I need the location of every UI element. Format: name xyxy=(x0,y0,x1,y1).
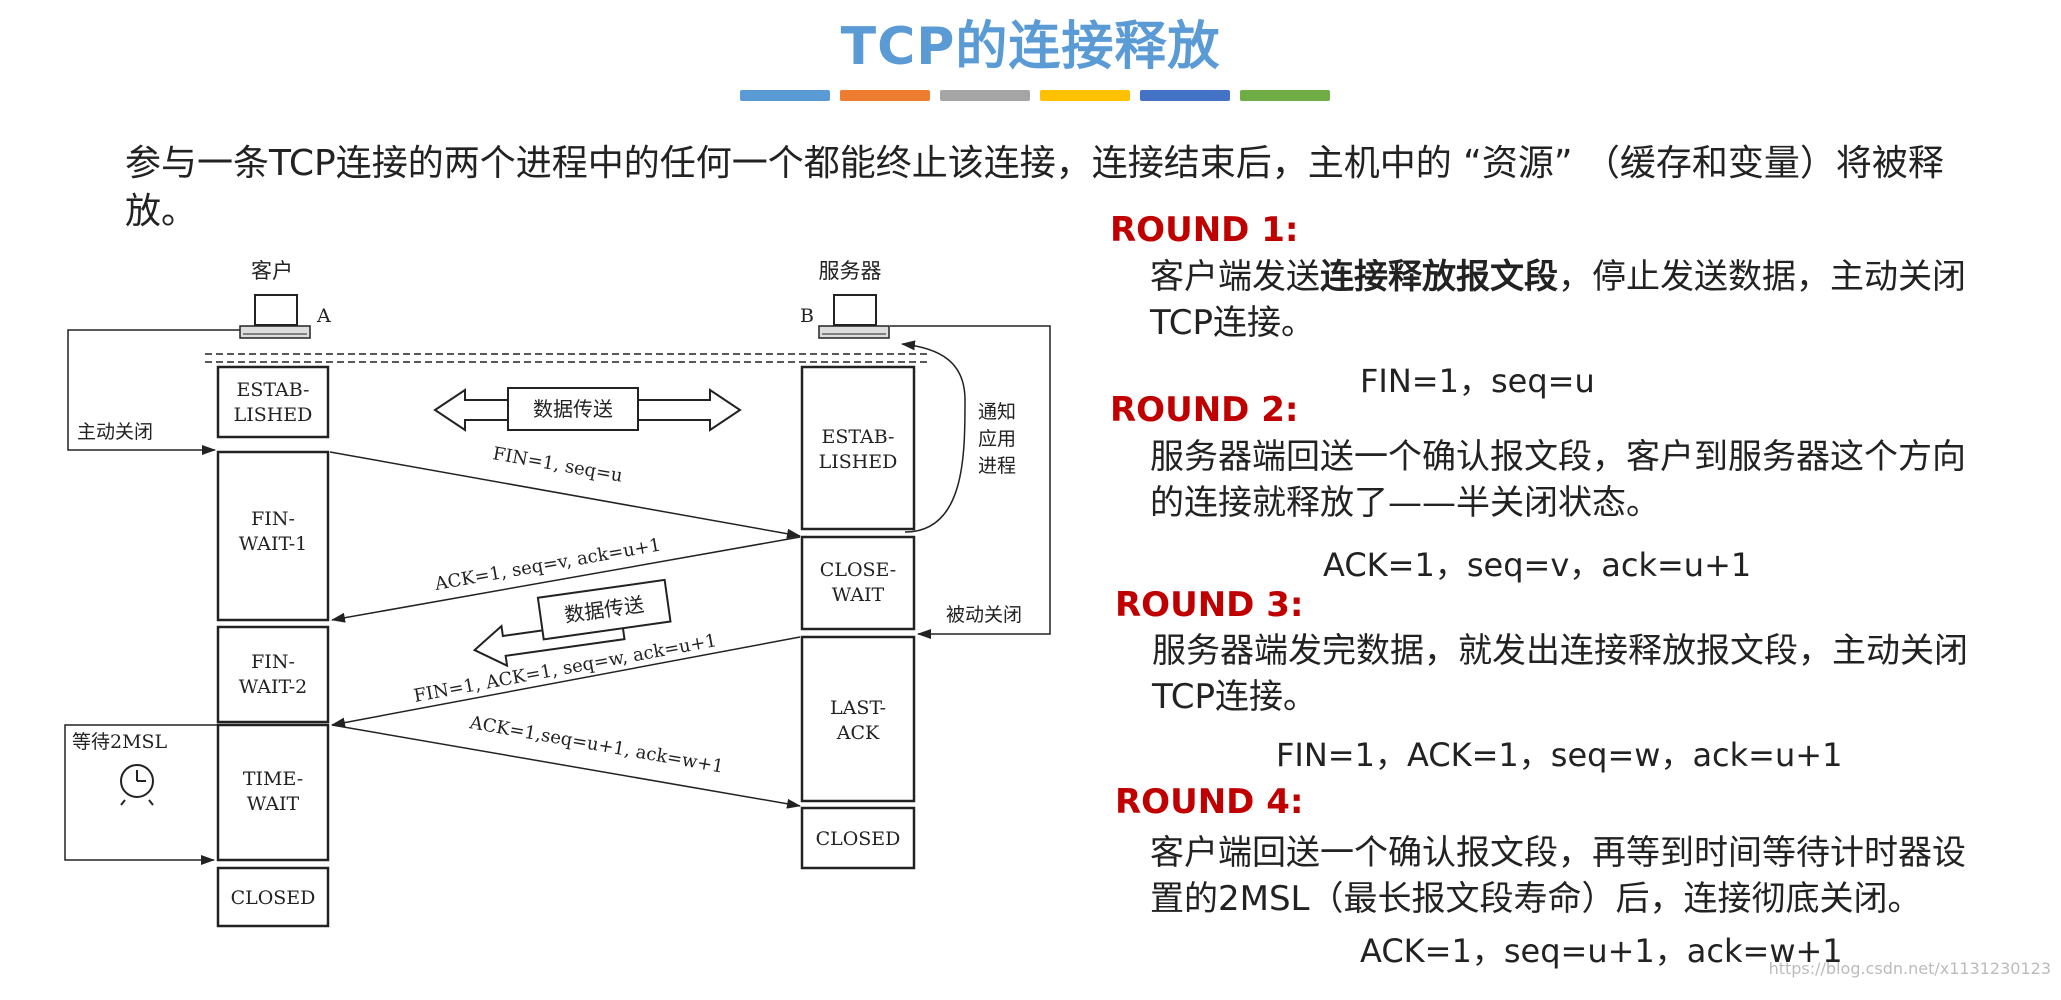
svg-text:通知: 通知 xyxy=(978,401,1016,423)
watermark: https://blog.csdn.net/x1131230123 xyxy=(1768,959,2051,978)
title-bar-4 xyxy=(1040,90,1130,101)
title-bar-6 xyxy=(1240,90,1330,101)
svg-text:CLOSED: CLOSED xyxy=(816,828,901,850)
svg-text:WAIT-2: WAIT-2 xyxy=(239,676,308,698)
server-state-last-ack: LAST- ACK xyxy=(800,635,916,803)
server-state-close-wait: CLOSE- WAIT xyxy=(800,535,916,631)
round-4-text: 客户端回送一个确认报文段，再等到时间等待计时器设置的2MSL（最长报文段寿命）后… xyxy=(1150,833,1966,919)
round-1-label: ROUND 1: xyxy=(1110,210,1299,250)
round-4-label: ROUND 4: xyxy=(1115,782,1304,822)
client-state-fin-wait-2: FIN- WAIT-2 xyxy=(216,625,330,724)
svg-text:LISHED: LISHED xyxy=(234,404,313,426)
svg-text:被动关闭: 被动关闭 xyxy=(946,604,1022,626)
client-state-closed: CLOSED xyxy=(216,866,330,928)
round-3-formula: FIN=1，ACK=1，seq=w，ack=u+1 xyxy=(1276,736,1843,774)
server-label: 服务器 xyxy=(819,259,882,283)
svg-text:ESTAB-: ESTAB- xyxy=(822,426,895,448)
title-color-bars xyxy=(740,90,1330,101)
round-1-formula: FIN=1，seq=u xyxy=(1360,362,1595,400)
tcp-release-diagram: 客户 服务器 A B ESTAB- LISHED FIN- WAIT-1 FIN… xyxy=(64,259,1051,928)
client-state-established: ESTAB- LISHED xyxy=(216,365,330,439)
title-bar-5 xyxy=(1140,90,1230,101)
data-transfer-double-arrow: 数据传送 xyxy=(433,387,742,432)
wait-2msl-loop: 等待2MSL xyxy=(64,724,218,865)
active-close-arrow: 主动关闭 xyxy=(67,329,240,455)
client-state-fin-wait-1: FIN- WAIT-1 xyxy=(216,450,330,622)
server-state-closed: CLOSED xyxy=(800,806,916,870)
round-3-label: ROUND 3: xyxy=(1115,585,1304,625)
svg-text:FIN=1, seq=u: FIN=1, seq=u xyxy=(491,443,624,487)
page-title: TCP的连接释放 xyxy=(840,17,1221,77)
passive-close-arrow: 被动关闭 xyxy=(890,325,1051,639)
clock-icon xyxy=(120,764,154,806)
server-computer-icon xyxy=(818,294,890,339)
round-2-formula: ACK=1，seq=v，ack=u+1 xyxy=(1323,546,1752,584)
svg-text:WAIT: WAIT xyxy=(832,584,885,606)
svg-text:TIME-: TIME- xyxy=(243,768,303,790)
svg-text:WAIT-1: WAIT-1 xyxy=(239,533,308,555)
client-letter: A xyxy=(316,305,331,327)
round-2-text: 服务器端回送一个确认报文段，客户到服务器这个方向的连接就释放了——半关闭状态。 xyxy=(1150,437,1966,523)
message-ack-4: ACK=1,seq=u+1, ack=w+1 xyxy=(331,712,801,809)
svg-text:等待2MSL: 等待2MSL xyxy=(72,731,168,753)
svg-text:WAIT: WAIT xyxy=(247,793,300,815)
data-transfer-left-arrow: 数据传送 xyxy=(472,578,672,668)
svg-text:CLOSED: CLOSED xyxy=(231,887,316,909)
notify-app-curve: 通知 应用 进程 xyxy=(901,340,1016,533)
svg-text:ACK=1,seq=u+1, ack=w+1: ACK=1,seq=u+1, ack=w+1 xyxy=(467,712,725,778)
round-3-text: 服务器端发完数据，就发出连接释放报文段，主动关闭TCP连接。 xyxy=(1152,631,1968,717)
svg-text:LISHED: LISHED xyxy=(819,451,898,473)
svg-text:LAST-: LAST- xyxy=(830,697,886,719)
title-bar-3 xyxy=(940,90,1030,101)
svg-text:应用: 应用 xyxy=(978,428,1016,450)
round-4-formula: ACK=1，seq=u+1，ack=w+1 xyxy=(1360,932,1843,970)
svg-text:主动关闭: 主动关闭 xyxy=(77,421,153,443)
svg-text:FIN-: FIN- xyxy=(251,508,295,530)
round-1-text: 客户端发送连接释放报文段，停止发送数据，主动关闭TCP连接。 xyxy=(1150,257,1966,343)
server-state-established: ESTAB- LISHED xyxy=(800,365,916,531)
client-computer-icon xyxy=(239,294,311,339)
round-2-label: ROUND 2: xyxy=(1110,390,1299,430)
svg-text:ACK: ACK xyxy=(836,722,880,744)
server-letter: B xyxy=(800,305,814,327)
svg-text:FIN-: FIN- xyxy=(251,651,295,673)
title-bar-2 xyxy=(840,90,930,101)
client-state-time-wait: TIME- WAIT xyxy=(216,723,330,862)
svg-text:进程: 进程 xyxy=(978,455,1016,477)
client-label: 客户 xyxy=(251,259,293,283)
svg-text:ESTAB-: ESTAB- xyxy=(237,379,310,401)
title-bar-1 xyxy=(740,90,830,101)
message-fin-1: FIN=1, seq=u xyxy=(329,443,801,539)
svg-text:CLOSE-: CLOSE- xyxy=(820,559,896,581)
svg-text:数据传送: 数据传送 xyxy=(533,397,613,421)
intro-text: 参与一条TCP连接的两个进程中的任何一个都能终止该连接，连接结束后，主机中的 “… xyxy=(125,143,1944,232)
